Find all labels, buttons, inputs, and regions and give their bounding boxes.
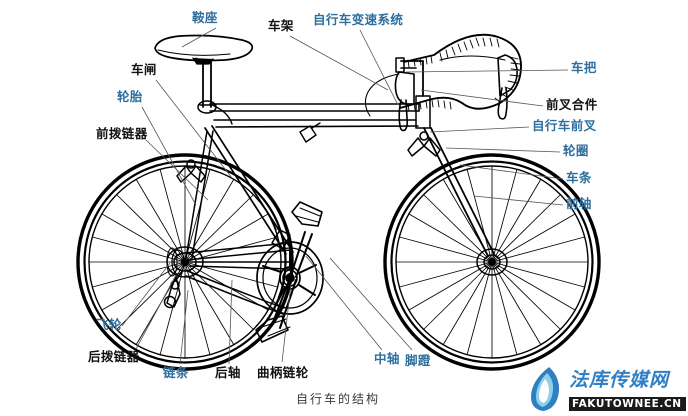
watermark-domain: FAKUTOWNEE.CN bbox=[569, 397, 686, 411]
part-label-rim: 轮圈 bbox=[563, 143, 589, 158]
leader-line-rim bbox=[445, 147, 561, 153]
leader-line-freewheel bbox=[121, 262, 171, 327]
leader-line-brake bbox=[155, 79, 233, 179]
part-label-rear-derailleur: 后拨链器 bbox=[88, 349, 140, 364]
leader-line-pedal bbox=[329, 257, 413, 351]
leader-line-handlebar bbox=[405, 69, 569, 73]
part-label-pedal: 脚蹬 bbox=[405, 353, 431, 368]
leader-line-rear-derailleur bbox=[135, 274, 177, 350]
part-label-chain: 链条 bbox=[163, 365, 189, 380]
part-label-brake: 车闸 bbox=[131, 62, 157, 77]
leader-line-front-fork bbox=[429, 126, 530, 133]
part-label-front-fork: 自行车前叉 bbox=[532, 118, 597, 133]
saddle bbox=[154, 34, 254, 65]
part-label-saddle: 鞍座 bbox=[192, 10, 218, 25]
leader-line-saddle bbox=[181, 27, 217, 48]
part-label-tire: 轮胎 bbox=[117, 89, 143, 104]
watermark-site-name: 法库传媒网 bbox=[569, 369, 670, 391]
part-label-handlebar: 车把 bbox=[571, 60, 597, 75]
part-label-bottom-bracket: 中轴 bbox=[374, 351, 400, 366]
part-label-gear-system: 自行车变速系统 bbox=[313, 12, 404, 27]
leader-line-front-derailleur bbox=[145, 139, 209, 201]
gear-shifters bbox=[299, 122, 321, 143]
leader-line-crank-chainring bbox=[281, 283, 292, 363]
leader-line-rear-hub bbox=[228, 279, 233, 365]
part-label-rear-hub: 后轴 bbox=[215, 365, 241, 380]
leader-line-fork-assembly bbox=[420, 89, 544, 107]
leader-line-tire bbox=[141, 106, 197, 206]
front-wheel bbox=[383, 153, 601, 371]
part-label-frame: 车架 bbox=[268, 18, 294, 33]
leader-line-frame bbox=[289, 35, 389, 91]
bicycle-frame bbox=[185, 59, 496, 270]
part-label-fork-assembly: 前叉合件 bbox=[546, 97, 598, 112]
leader-line-spoke bbox=[459, 164, 564, 180]
part-label-front-derailleur: 前拨链器 bbox=[96, 126, 148, 141]
watermark-leaf-icon bbox=[531, 367, 560, 411]
leader-line-chain bbox=[179, 289, 189, 365]
drivetrain bbox=[184, 201, 324, 343]
leader-line-bottom-bracket bbox=[305, 255, 383, 351]
part-label-spoke: 车条 bbox=[566, 170, 592, 185]
leader-line-front-hub bbox=[473, 195, 564, 206]
part-label-front-hub: 前轴 bbox=[566, 196, 592, 211]
part-label-crank-chainring: 曲柄链轮 bbox=[257, 365, 309, 380]
part-label-freewheel: 飞轮 bbox=[96, 317, 122, 332]
diagram-caption: 自行车的结构 bbox=[296, 392, 381, 406]
handlebar bbox=[364, 33, 522, 157]
leader-line-gear-system bbox=[359, 29, 399, 106]
watermark: 法库传媒网 FAKUTOWNEE.CN bbox=[525, 365, 686, 411]
